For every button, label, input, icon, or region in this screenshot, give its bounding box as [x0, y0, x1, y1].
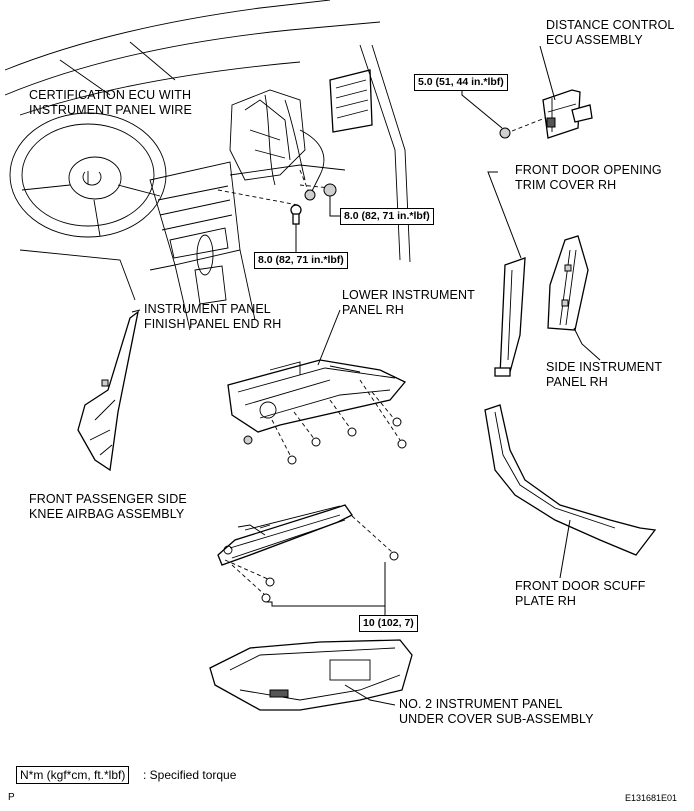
label-line-1: NO. 2 INSTRUMENT PANEL [399, 697, 563, 711]
distance-control-ecu-label: DISTANCE CONTROL ECU ASSEMBLY [546, 18, 674, 48]
label-line-2: PANEL RH [342, 303, 404, 317]
knee-airbag-label: FRONT PASSENGER SIDE KNEE AIRBAG ASSEMBL… [29, 492, 187, 522]
label-line-1: FRONT PASSENGER SIDE [29, 492, 187, 506]
corner-code: P [8, 792, 15, 803]
label-line-1: FRONT DOOR SCUFF [515, 579, 646, 593]
side-panel-art [547, 235, 601, 361]
door-scuff-plate-label: FRONT DOOR SCUFF PLATE RH [515, 579, 646, 609]
figure-code: E131681E01 [625, 793, 678, 803]
front-door-opening-trim-label: FRONT DOOR OPENING TRIM COVER RH [515, 163, 662, 193]
knee-airbag-art [217, 504, 399, 618]
label-line-2: INSTRUMENT PANEL WIRE [29, 103, 192, 117]
side-instrument-panel-label: SIDE INSTRUMENT PANEL RH [546, 360, 662, 390]
torque-nut-right: 8.0 (82, 71 in.*lbf) [340, 208, 434, 225]
scuff-plate-art [484, 404, 657, 579]
under-cover-art [209, 639, 413, 711]
label-line-2: TRIM COVER RH [515, 178, 617, 192]
label-line-1: DISTANCE CONTROL [546, 18, 675, 32]
door-opening-trim-art [487, 171, 526, 377]
label-line-1: CERTIFICATION ECU WITH [29, 88, 192, 102]
label-line-1: INSTRUMENT PANEL [144, 302, 271, 316]
under-cover-label: NO. 2 INSTRUMENT PANEL UNDER COVER SUB-A… [399, 697, 594, 727]
finish-end-art [77, 309, 141, 472]
label-line-1: LOWER INSTRUMENT [342, 288, 475, 302]
certification-ecu-label: CERTIFICATION ECU WITH INSTRUMENT PANEL … [29, 88, 192, 118]
label-line-1: SIDE INSTRUMENT [546, 360, 663, 374]
instrument-panel-finish-label: INSTRUMENT PANEL FINISH PANEL END RH [144, 302, 281, 332]
dashboard-sketch [4, 0, 411, 331]
label-line-2: FINISH PANEL END RH [144, 317, 282, 331]
lower-instrument-panel-label: LOWER INSTRUMENT PANEL RH [342, 288, 475, 318]
lower-panel-art [227, 309, 407, 465]
distance-control-ecu-art [461, 45, 593, 139]
torque-airbag: 10 (102, 7) [359, 615, 418, 632]
legend-torque-box: N*m (kgf*cm, ft.*lbf) [16, 766, 130, 784]
label-line-1: FRONT DOOR OPENING [515, 163, 662, 177]
label-line-2: PANEL RH [546, 375, 608, 389]
torque-bolt-left: 8.0 (82, 71 in.*lbf) [254, 252, 348, 269]
legend-torque-text: : Specified torque [143, 768, 237, 782]
cert-ecu-fasteners [217, 169, 340, 252]
label-line-2: PLATE RH [515, 594, 576, 608]
label-line-2: UNDER COVER SUB-ASSEMBLY [399, 712, 594, 726]
torque-ecu: 5.0 (51, 44 in.*lbf) [414, 74, 508, 91]
label-line-2: KNEE AIRBAG ASSEMBLY [29, 507, 185, 521]
label-line-2: ECU ASSEMBLY [546, 33, 643, 47]
